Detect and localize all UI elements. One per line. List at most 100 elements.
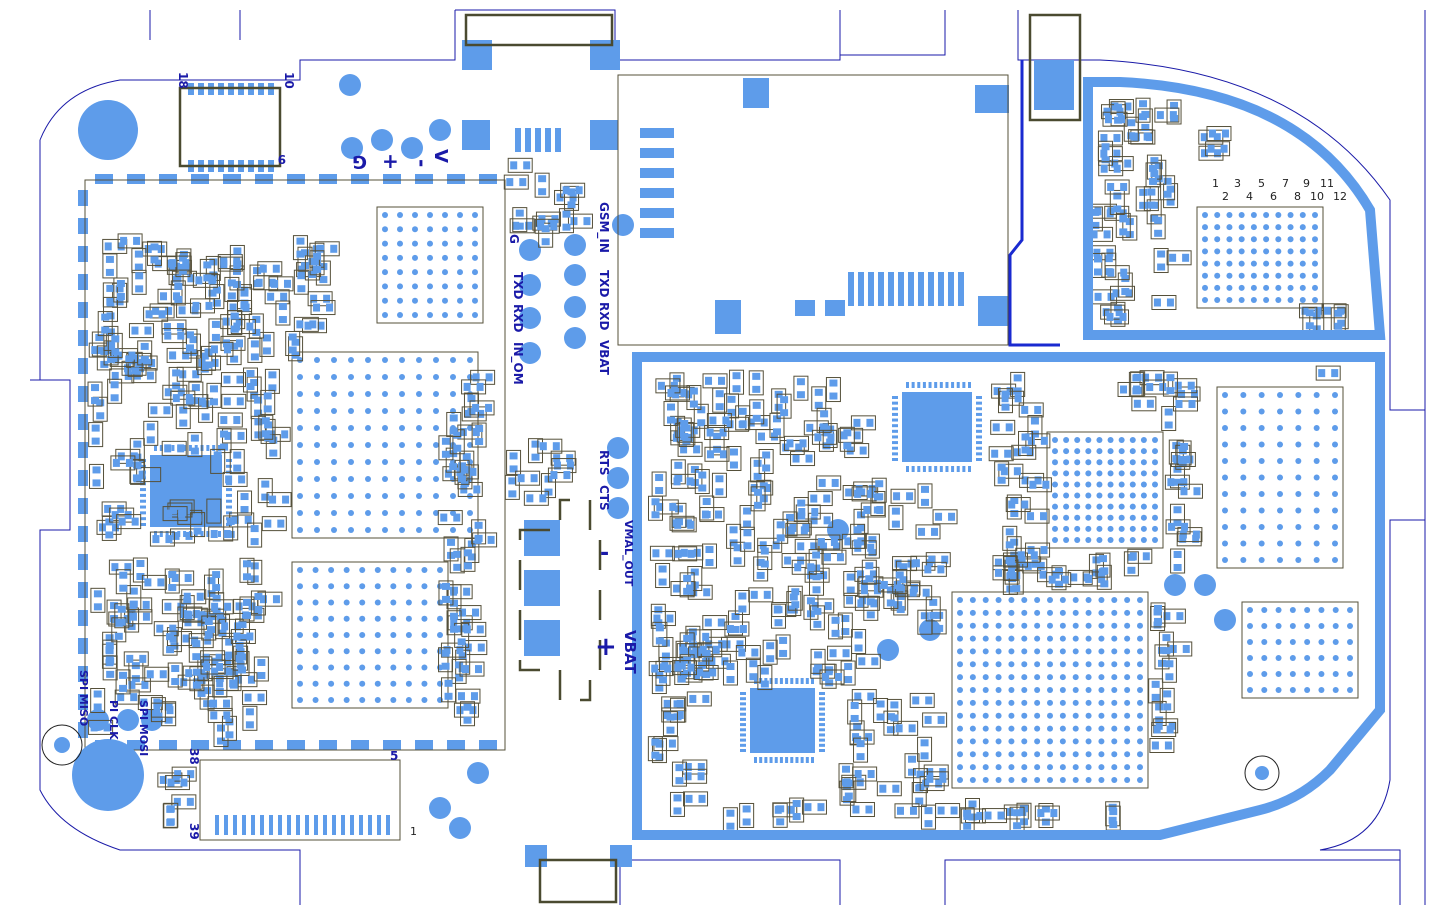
- bga-ball: [1295, 474, 1302, 481]
- passive-pad: [154, 712, 163, 720]
- bga-ball: [343, 632, 350, 638]
- passive-pad: [171, 678, 180, 686]
- passive-pad: [686, 477, 694, 486]
- passive-pad: [119, 684, 128, 692]
- test-point: [467, 762, 489, 784]
- passive-pad: [924, 807, 933, 815]
- passive-outline: [239, 596, 255, 622]
- bga-ball: [1238, 236, 1245, 243]
- bga-ball: [399, 510, 405, 516]
- bga-ball: [1129, 448, 1136, 455]
- chip-pin: [785, 678, 789, 684]
- bga-ball: [982, 751, 989, 758]
- passive-pad: [144, 326, 152, 335]
- pin-r2: 2: [1222, 190, 1229, 203]
- bga-ball: [1240, 474, 1247, 481]
- passive-pad: [1119, 215, 1128, 223]
- bga-ball: [1202, 236, 1208, 243]
- bga-ball: [297, 510, 303, 516]
- passive-pad: [192, 640, 201, 648]
- passive-pad: [525, 221, 533, 230]
- passive-pad: [261, 417, 270, 425]
- flex-pin: [260, 815, 264, 835]
- passive-pad: [1105, 115, 1113, 124]
- chip-pin: [976, 407, 982, 411]
- rf-pad: [848, 272, 854, 306]
- bga-ball: [314, 357, 320, 363]
- passive-pad: [772, 415, 781, 423]
- passive-pad: [762, 451, 771, 459]
- passive-pad: [774, 619, 783, 627]
- shield-pad: [383, 740, 401, 750]
- passive-pad: [185, 344, 194, 352]
- bga-ball: [969, 674, 976, 681]
- bga-ball: [433, 476, 439, 482]
- passive-pad: [211, 333, 220, 341]
- passive-pad: [658, 676, 667, 684]
- passive-pad: [180, 778, 188, 787]
- passive-outline: [209, 284, 225, 310]
- flex-pin: [224, 815, 228, 835]
- passive-pad: [871, 657, 879, 666]
- passive-pad: [254, 409, 263, 417]
- passive-pad: [702, 670, 711, 678]
- passive-pad: [698, 484, 707, 492]
- chip-pin: [779, 678, 783, 684]
- passive-pad: [845, 488, 853, 497]
- passive-pad: [235, 317, 243, 326]
- passive-pad: [810, 516, 818, 525]
- passive-pad: [993, 387, 1001, 396]
- passive-pad: [476, 625, 484, 634]
- bga-ball: [1137, 777, 1143, 783]
- passive-pad: [1149, 177, 1158, 185]
- passive-pad: [1113, 192, 1122, 200]
- chip-pin: [951, 382, 955, 388]
- passive-pad: [288, 346, 297, 354]
- passive-outline: [162, 803, 178, 829]
- passive-pad: [854, 631, 863, 639]
- chip-pin: [976, 441, 982, 445]
- bga-ball: [1034, 648, 1041, 655]
- bga-ball: [1295, 408, 1302, 415]
- passive-pad: [132, 461, 141, 469]
- passive-outline: [1015, 547, 1041, 563]
- bga-ball: [982, 699, 989, 706]
- chip-pin: [892, 435, 898, 439]
- passive-outline: [183, 394, 209, 410]
- passive-outline: [1166, 250, 1192, 266]
- passive-outline: [998, 463, 1024, 479]
- bga-ball: [450, 493, 456, 499]
- passive-pad: [1037, 809, 1045, 818]
- bga-ball: [1021, 661, 1028, 668]
- passive-pad: [1155, 373, 1163, 382]
- passive-pad: [1151, 693, 1160, 701]
- passive-outline: [915, 524, 941, 540]
- passive-pad: [797, 542, 805, 551]
- bga-ball: [1250, 284, 1257, 291]
- bga-outline: [1196, 206, 1324, 309]
- bga-ball: [457, 254, 463, 261]
- passive-pad: [1013, 822, 1022, 830]
- passive-pad: [165, 306, 173, 315]
- bga-ball: [1318, 687, 1325, 693]
- pin-38: 38: [187, 748, 201, 765]
- bga-ball: [1137, 764, 1143, 771]
- bga-ball: [957, 661, 963, 668]
- bga-ball: [1275, 284, 1282, 291]
- passive-pad: [865, 805, 873, 814]
- chip-pin: [939, 382, 943, 388]
- passive-pad: [831, 629, 840, 637]
- passive-pad: [91, 346, 99, 355]
- chip-pin: [951, 466, 955, 472]
- bga-ball: [1152, 437, 1158, 443]
- passive-pad: [1026, 448, 1034, 457]
- passive-pad: [1010, 497, 1019, 505]
- bga-ball: [957, 777, 963, 783]
- passive-pad: [212, 607, 221, 615]
- passive-outline: [679, 572, 695, 598]
- bga-ball: [348, 459, 354, 465]
- bga-ball: [1226, 212, 1233, 218]
- passive-pad: [796, 378, 805, 386]
- passive-outline: [925, 596, 941, 622]
- bga-ball: [982, 622, 989, 629]
